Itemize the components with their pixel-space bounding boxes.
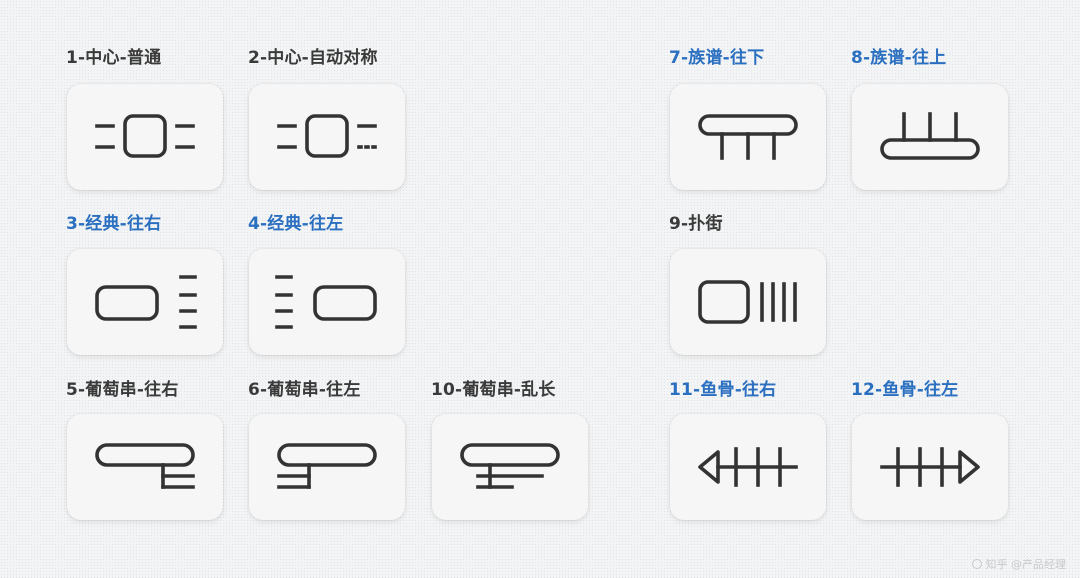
layout-card-fishbone-left[interactable] bbox=[852, 414, 1008, 520]
layout-card-fishbone-right[interactable] bbox=[670, 414, 826, 520]
layout-card-grape-right[interactable] bbox=[67, 414, 223, 520]
layout-label-7: 7-族谱-往下 bbox=[669, 48, 765, 68]
grape-random-layout-icon bbox=[460, 443, 560, 489]
classic-right-layout-icon bbox=[95, 275, 197, 329]
classic-left-layout-icon bbox=[275, 275, 377, 329]
layout-label-2: 2-中心-自动对称 bbox=[248, 48, 378, 68]
layout-label-11: 11-鱼骨-往右 bbox=[669, 380, 777, 400]
layout-label-12: 12-鱼骨-往左 bbox=[851, 380, 959, 400]
layout-label-6: 6-葡萄串-往左 bbox=[248, 380, 361, 400]
layout-card-sprawl[interactable] bbox=[670, 249, 826, 355]
zhihu-logo-icon bbox=[971, 559, 982, 569]
layout-card-classic-right[interactable] bbox=[67, 249, 223, 355]
tree-up-layout-icon bbox=[880, 112, 980, 160]
fishbone-right-layout-icon bbox=[698, 447, 798, 487]
sprawl-layout-icon bbox=[698, 280, 797, 324]
layout-label-3: 3-经典-往右 bbox=[66, 214, 162, 234]
watermark: 知乎 @产品经理 bbox=[971, 556, 1067, 572]
grape-left-layout-icon bbox=[277, 443, 377, 489]
grape-right-layout-icon bbox=[95, 443, 195, 489]
tree-down-layout-icon bbox=[698, 114, 798, 160]
layout-label-8: 8-族谱-往上 bbox=[851, 48, 947, 68]
layout-card-classic-left[interactable] bbox=[249, 249, 405, 355]
watermark-text: 知乎 @产品经理 bbox=[985, 558, 1067, 571]
layout-label-1: 1-中心-普通 bbox=[66, 48, 162, 68]
layout-card-center-symmetric[interactable] bbox=[249, 84, 405, 190]
layout-card-tree-up[interactable] bbox=[852, 84, 1008, 190]
layout-card-tree-down[interactable] bbox=[670, 84, 826, 190]
layout-card-grape-random[interactable] bbox=[432, 414, 588, 520]
layout-label-10: 10-葡萄串-乱长 bbox=[431, 380, 556, 400]
center-normal-layout-icon bbox=[95, 114, 195, 158]
layout-card-grape-left[interactable] bbox=[249, 414, 405, 520]
center-symmetric-layout-icon bbox=[277, 114, 377, 158]
layout-label-5: 5-葡萄串-往右 bbox=[66, 380, 179, 400]
fishbone-left-layout-icon bbox=[880, 447, 980, 487]
layout-label-9: 9-扑街 bbox=[669, 214, 723, 234]
layout-label-4: 4-经典-往左 bbox=[248, 214, 344, 234]
layout-card-center-normal[interactable] bbox=[67, 84, 223, 190]
